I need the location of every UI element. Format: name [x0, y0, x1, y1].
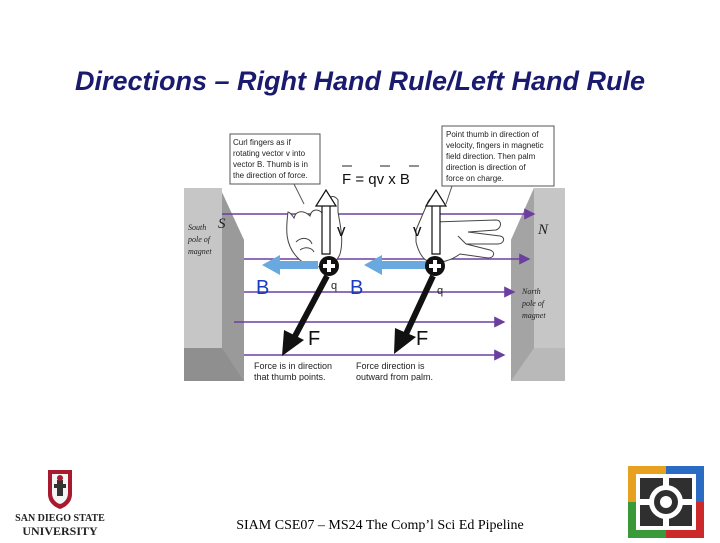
caption-right: Force direction is outward from palm.	[354, 358, 450, 381]
left-F-label: F	[308, 328, 320, 350]
north-desc: North pole of magnet	[521, 287, 546, 320]
sdsu-line-2: UNIVERSITY	[22, 524, 98, 538]
right-F-arrow	[394, 274, 436, 354]
callout-right-line-3: field direction. Then palm	[446, 152, 536, 161]
south-magnet	[184, 188, 244, 381]
right-B-label: B	[350, 277, 363, 299]
callout-left-line-3: vector B. Thumb is in	[233, 160, 308, 169]
right-charge	[425, 256, 445, 276]
callout-left-line-1: Curl fingers as if	[233, 138, 292, 147]
right-v-label: v	[413, 221, 422, 240]
sdsu-logo: SAN DIEGO STATE UNIVERSITY	[8, 468, 112, 538]
svg-text:Point thumb in direction of: Point thumb in direction of velocity, fi…	[446, 130, 546, 183]
right-B-arrow	[364, 255, 426, 275]
magnetic-field-lines	[222, 208, 536, 361]
formula: F = qv x B	[342, 165, 419, 188]
left-charge	[319, 256, 339, 276]
north-label: N	[537, 222, 549, 238]
left-B-arrow	[262, 255, 318, 275]
hand-rule-diagram: Curl fingers as if rotating vector v int…	[184, 124, 565, 381]
svg-text:Force is in direction th: Force is in direction that thumb points.	[254, 361, 335, 381]
right-F-label: F	[416, 328, 428, 350]
svg-text:Curl fingers as if rotat: Curl fingers as if rotating vector v int…	[233, 138, 310, 180]
left-B-label: B	[256, 277, 269, 299]
callout-right-line-5: force on charge.	[446, 174, 504, 183]
left-v-arrow	[314, 188, 338, 255]
callout-right: Point thumb in direction of velocity, fi…	[441, 125, 555, 205]
callout-left-line-2: rotating vector v into	[233, 149, 306, 158]
sdsu-line-1: SAN DIEGO STATE	[15, 513, 105, 524]
slide-title: Directions – Right Hand Rule/Left Hand R…	[74, 66, 646, 96]
callout-left: Curl fingers as if rotating vector v int…	[229, 133, 321, 205]
footer-text: SIAM CSE07 – MS24 The Comp’l Sci Ed Pipe…	[236, 518, 524, 533]
south-desc: South pole of magnet	[187, 223, 212, 256]
formula-text: F = qv x B	[342, 171, 410, 188]
north-magnet	[511, 188, 565, 381]
south-label: S	[218, 216, 226, 232]
left-q-label: q	[331, 280, 337, 292]
target-logo-icon	[628, 466, 704, 538]
left-v-label: v	[337, 221, 346, 240]
svg-text:Force direction is outwa: Force direction is outward from palm.	[356, 361, 433, 381]
callout-right-line-4: direction is direction of	[446, 163, 526, 172]
callout-left-line-4: the direction of force.	[233, 171, 308, 180]
sdsu-shield-icon	[48, 470, 72, 509]
right-v-arrow	[424, 188, 448, 255]
left-F-arrow	[282, 274, 330, 356]
caption-left: Force is in direction that thumb points.	[252, 358, 342, 381]
callout-right-line-2: velocity, fingers in magnetic	[446, 141, 544, 150]
callout-right-line-1: Point thumb in direction of	[446, 130, 539, 139]
right-q-label: q	[437, 285, 443, 297]
